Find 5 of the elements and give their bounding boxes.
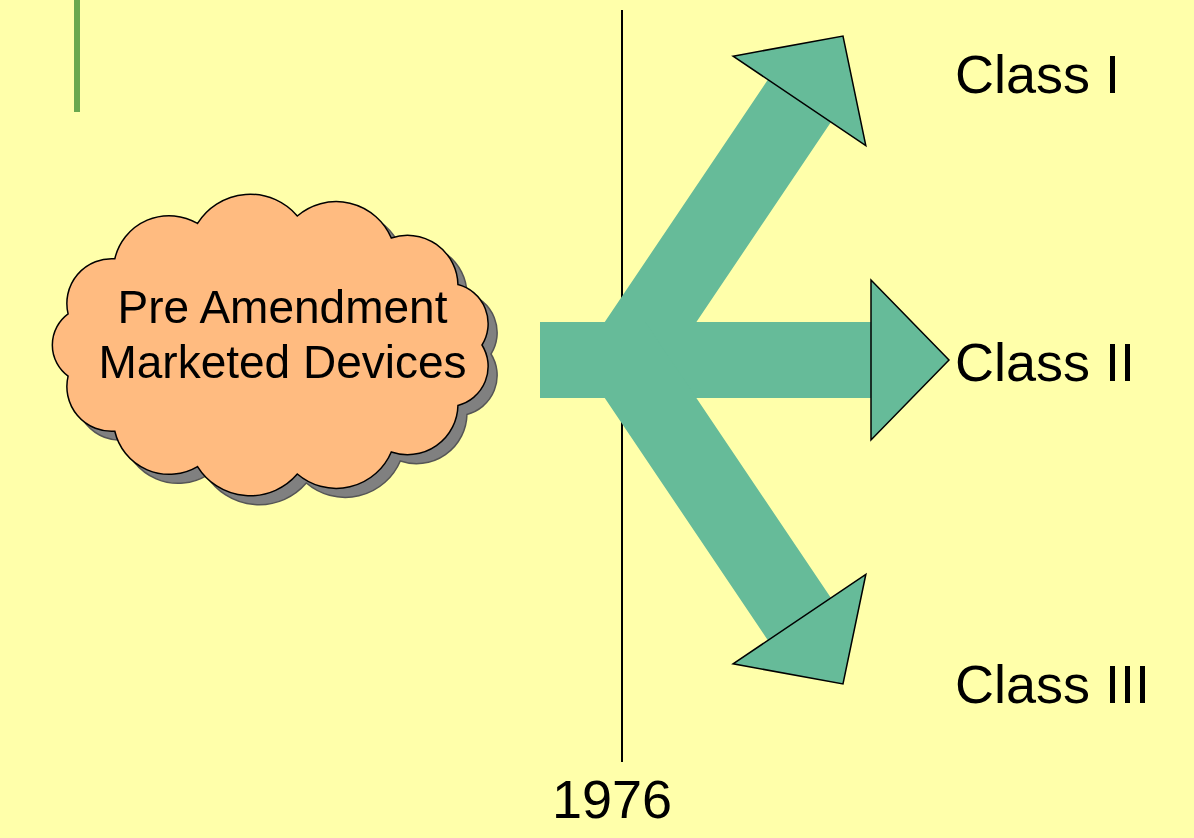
class-label: Class III: [955, 650, 1190, 720]
year-label: 1976: [552, 772, 673, 826]
class-label: Class I: [955, 40, 1185, 110]
class-label: Class II: [955, 328, 1185, 398]
node-text: Pre Amendment Marketed Devices: [97, 279, 468, 390]
